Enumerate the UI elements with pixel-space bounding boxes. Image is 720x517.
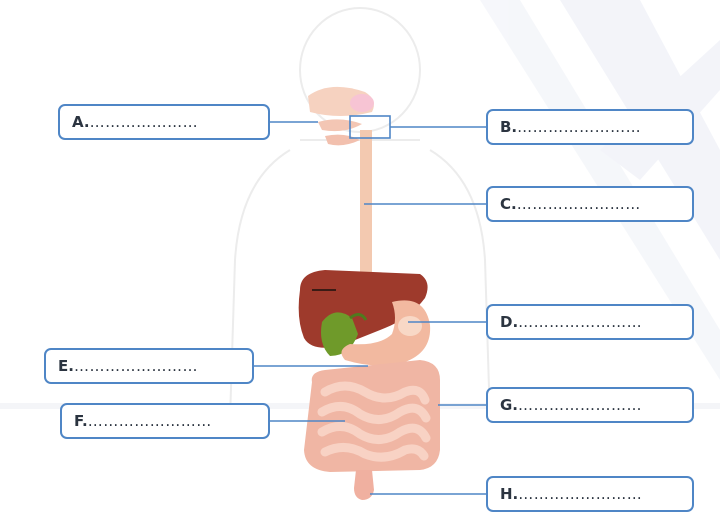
label-box-g[interactable]: G. ……………………	[486, 387, 694, 423]
label-blank-b: ……………………	[517, 118, 641, 136]
label-blank-g: ……………………	[518, 396, 642, 414]
label-box-f[interactable]: F. ……………………	[60, 403, 270, 439]
label-letter-a: A.	[72, 113, 90, 131]
label-blank-f: ……………………	[88, 412, 212, 430]
label-letter-f: F.	[74, 412, 88, 430]
label-letter-b: B.	[500, 118, 517, 136]
label-letter-e: E.	[58, 357, 74, 375]
label-letter-d: D.	[500, 313, 518, 331]
label-letter-h: H.	[500, 485, 518, 503]
label-blank-e: ……………………	[74, 357, 198, 375]
rectum	[354, 470, 374, 500]
label-letter-c: C.	[500, 195, 517, 213]
esophagus	[360, 130, 372, 285]
label-blank-c: ……………………	[517, 195, 641, 213]
label-box-c[interactable]: C. ……………………	[486, 186, 694, 222]
label-box-h[interactable]: H. ……………………	[486, 476, 694, 512]
label-box-b[interactable]: B. ……………………	[486, 109, 694, 145]
label-blank-a: …………………	[90, 113, 199, 131]
label-box-e[interactable]: E. ……………………	[44, 348, 254, 384]
label-blank-d: ……………………	[518, 313, 642, 331]
label-blank-h: ……………………	[518, 485, 642, 503]
label-letter-g: G.	[500, 396, 518, 414]
label-box-a[interactable]: A. …………………	[58, 104, 270, 140]
label-box-d[interactable]: D. ……………………	[486, 304, 694, 340]
